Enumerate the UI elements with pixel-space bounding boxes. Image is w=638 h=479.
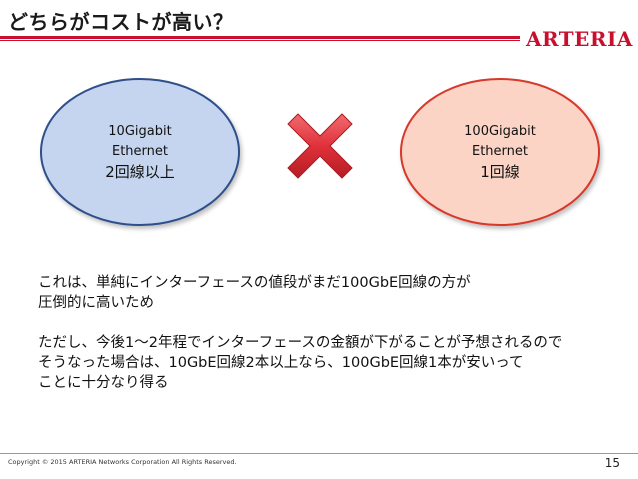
title-underline	[0, 36, 520, 39]
option-100gbe-line3: 1回線	[480, 163, 520, 181]
title-underline-thin	[0, 40, 520, 41]
explanation-line: ただし、今後1～2年程でインターフェースの金額が下がることが予想されるので	[38, 335, 563, 351]
slide-title: どちらがコストが高い？	[8, 10, 234, 34]
option-100gbe-line1: 100Gigabit	[464, 124, 536, 139]
copyright-text: Copyright © 2015 ARTERIA Networks Corpor…	[8, 458, 237, 466]
explanation-line: これは、単純にインターフェースの値段がまだ100GbE回線の方が	[38, 275, 471, 291]
footer-divider	[0, 453, 638, 454]
option-10gbe-line1: 10Gigabit	[108, 124, 172, 139]
explanation-line: 圧倒的に高いため	[38, 295, 154, 311]
option-100gbe-ellipse: 100Gigabit Ethernet 1回線	[400, 78, 600, 226]
explanation-line: ことに十分なり得る	[38, 375, 169, 391]
explanation-line: そうなった場合は、10GbE回線2本以上なら、100GbE回線1本が安いって	[38, 355, 524, 371]
cross-icon	[287, 113, 353, 179]
explanation-text: これは、単純にインターフェースの値段がまだ100GbE回線の方が 圧倒的に高いた…	[38, 273, 618, 393]
option-10gbe-ellipse: 10Gigabit Ethernet 2回線以上	[40, 78, 240, 226]
brand-logo: ARTERIA	[526, 27, 633, 51]
page-number: 15	[604, 456, 620, 470]
paragraph-gap	[38, 313, 618, 333]
option-10gbe-line3: 2回線以上	[105, 163, 175, 181]
option-10gbe-line2: Ethernet	[112, 144, 168, 159]
option-100gbe-line2: Ethernet	[472, 144, 528, 159]
